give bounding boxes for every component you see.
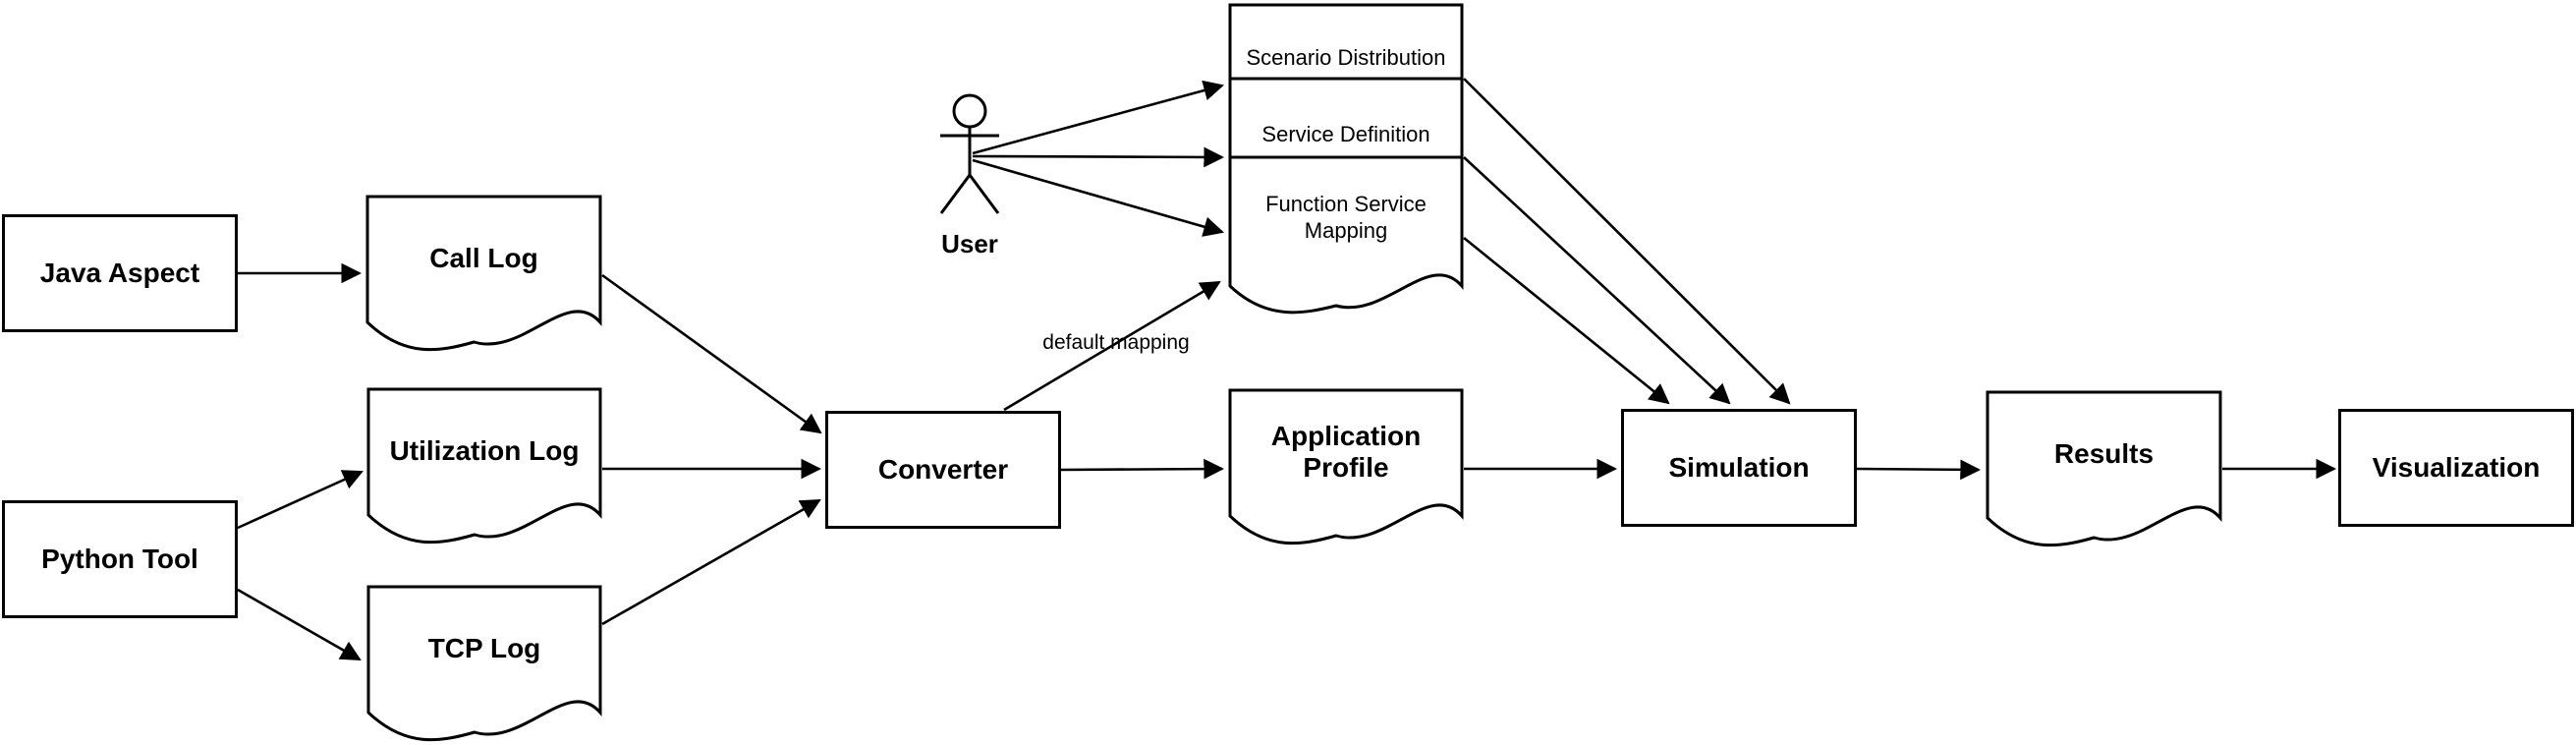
node-results: Results [1986, 390, 2222, 547]
node-call-log: Call Log [365, 195, 602, 352]
node-utilization-log: Utilization Log [366, 387, 602, 544]
edge-user-to-scenario-distribution [972, 80, 1225, 155]
document-shape-icon [366, 585, 602, 742]
edge-simulation-to-results [1856, 459, 1982, 481]
node-visualization-label: Visualization [2372, 451, 2541, 483]
edge-label-default-mapping: default mapping [1042, 331, 1190, 354]
edge-converter-to-application-profile [1060, 458, 1225, 480]
node-java-aspect: Java Aspect [2, 214, 238, 332]
node-application-profile: Application Profile [1228, 388, 1464, 545]
edge-user-to-function-service-mapping [972, 158, 1224, 237]
node-user-label: User [941, 228, 998, 258]
edge-call-log-to-converter [601, 273, 822, 434]
edge-user-to-service-definition [972, 146, 1225, 168]
node-tcp-log: TCP Log [366, 585, 602, 742]
node-python-tool-label: Python Tool [41, 543, 198, 574]
edge-function-service-mapping-to-simulation [1463, 236, 1670, 405]
document-shape-icon [365, 195, 602, 352]
node-simulation-label: Simulation [1668, 451, 1810, 483]
node-function-service-mapping-label: Function Service Mapping [1265, 191, 1427, 244]
document-shape-icon [1986, 390, 2222, 547]
node-utilization-log-label: Utilization Log [389, 434, 580, 466]
document-shape-icon [1228, 388, 1464, 545]
node-scenario-distribution-label: Scenario Distribution [1246, 45, 1446, 71]
node-python-tool: Python Tool [2, 500, 238, 618]
node-visualization: Visualization [2338, 409, 2574, 527]
node-service-definition-label: Service Definition [1261, 122, 1430, 147]
node-call-log-label: Call Log [429, 242, 538, 273]
node-results-label: Results [2053, 437, 2155, 469]
node-tcp-log-label: TCP Log [427, 632, 541, 663]
node-document-stack: Scenario Distribution Service Definition… [1228, 3, 1464, 317]
user-actor-icon [939, 93, 1000, 214]
edge-scenario-distribution-to-simulation [1463, 78, 1791, 405]
node-java-aspect-label: Java Aspect [39, 257, 200, 288]
node-application-profile-label: Application Profile [1270, 420, 1422, 483]
edge-service-definition-to-simulation [1463, 156, 1731, 405]
document-shape-icon [366, 387, 602, 544]
edge-python-tool-to-utilization-log [237, 470, 364, 530]
node-converter-label: Converter [877, 453, 1009, 485]
edge-converter-to-function-service-mapping [1003, 280, 1221, 412]
node-converter: Converter [825, 411, 1061, 529]
edge-tcp-log-to-converter [601, 498, 821, 626]
node-simulation: Simulation [1621, 409, 1857, 527]
document-stack-shape-icon [1228, 3, 1464, 315]
edge-python-tool-to-tcp-log [237, 588, 362, 661]
